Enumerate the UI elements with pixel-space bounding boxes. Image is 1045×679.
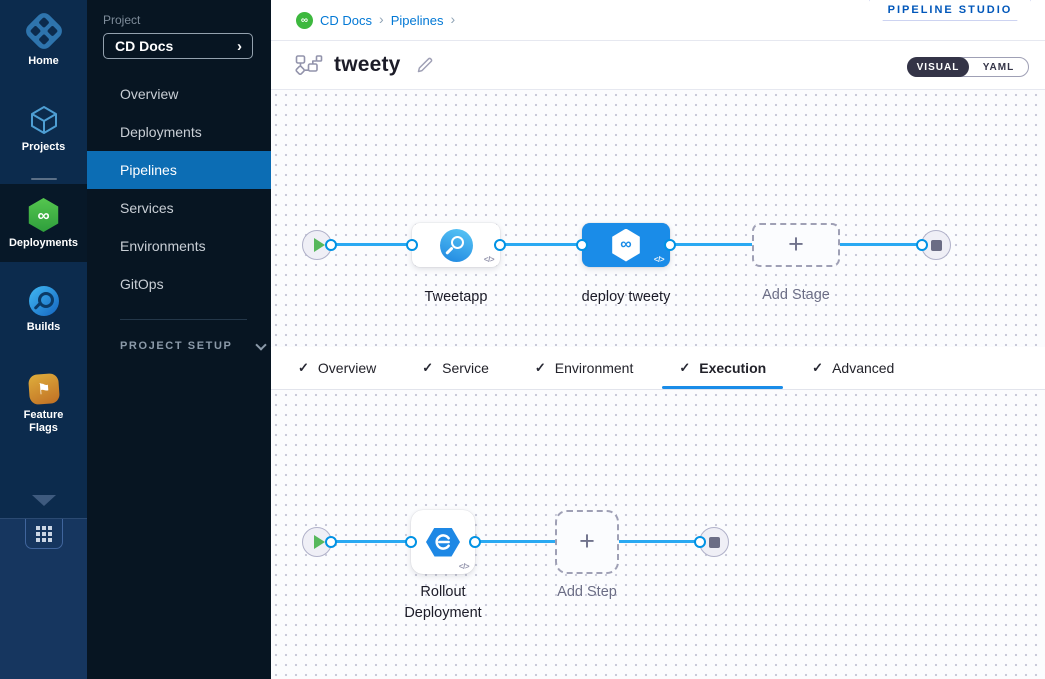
node-port[interactable] bbox=[694, 536, 706, 548]
node-port[interactable] bbox=[494, 239, 506, 251]
rail-item-label: Feature Flags bbox=[23, 409, 64, 434]
stage-label[interactable]: Tweetapp bbox=[424, 289, 488, 305]
sidebar-item-overview[interactable]: Overview bbox=[120, 86, 179, 102]
breadcrumb-link-project[interactable]: CD Docs bbox=[320, 12, 373, 28]
sidebar-item-gitops[interactable]: GitOps bbox=[120, 276, 164, 292]
pipeline-studio-badge: PIPELINE STUDIO bbox=[869, 0, 1031, 21]
deployments-cd-icon: ∞ bbox=[28, 198, 59, 232]
execution-end-node[interactable] bbox=[699, 527, 729, 557]
deploy-stage-icon bbox=[439, 228, 473, 262]
home-icon bbox=[22, 9, 65, 53]
rail-item-home[interactable]: Home bbox=[0, 0, 87, 78]
stage-config-tabs: ✓ Overview ✓ Service ✓ Environment ✓ Exe… bbox=[271, 347, 1045, 390]
node-port[interactable] bbox=[469, 536, 481, 548]
execution-canvas[interactable]: </> Rollout Deployment + Add Step bbox=[271, 390, 1045, 679]
stop-icon bbox=[930, 239, 942, 251]
node-port[interactable] bbox=[325, 536, 337, 548]
node-port[interactable] bbox=[406, 239, 418, 251]
rail-item-builds[interactable]: Builds bbox=[0, 276, 87, 344]
node-port[interactable] bbox=[405, 536, 417, 548]
check-icon: ✓ bbox=[679, 360, 691, 375]
check-icon: ✓ bbox=[812, 360, 824, 375]
builds-ci-icon bbox=[28, 286, 59, 316]
check-icon: ✓ bbox=[298, 360, 309, 375]
add-stage-button[interactable]: + bbox=[752, 223, 840, 267]
stage-node-tweetapp[interactable]: </> bbox=[412, 223, 500, 267]
sidebar-divider bbox=[120, 319, 247, 320]
node-port[interactable] bbox=[576, 239, 588, 251]
tab-service[interactable]: ✓ Service bbox=[422, 360, 489, 376]
template-code-icon: </> bbox=[458, 562, 470, 571]
rail-bottom-panel bbox=[0, 518, 87, 679]
grid-icon bbox=[35, 525, 52, 542]
breadcrumb: ∞ CD Docs › Pipelines › bbox=[271, 0, 1045, 41]
node-port[interactable] bbox=[325, 239, 337, 251]
module-rail: Home Projects ∞ Deployments Builds ⚑ Fea… bbox=[0, 0, 87, 679]
plus-icon: + bbox=[788, 228, 804, 259]
play-icon bbox=[313, 238, 325, 252]
rail-item-deployments[interactable]: ∞ Deployments bbox=[0, 184, 87, 262]
add-step-button[interactable]: + bbox=[555, 510, 619, 574]
step-label[interactable]: Rollout Deployment bbox=[404, 584, 482, 621]
toggle-yaml[interactable]: YAML bbox=[982, 61, 1015, 73]
tab-overview[interactable]: ✓ Overview bbox=[298, 360, 377, 376]
rail-item-label: Deployments bbox=[8, 237, 79, 249]
stage-node-deploy-tweety[interactable]: ∞ </> bbox=[582, 223, 670, 267]
project-selector[interactable]: CD Docs › bbox=[103, 33, 253, 59]
check-icon: ✓ bbox=[534, 360, 546, 375]
pipeline-studio-main: PIPELINE STUDIO ∞ CD Docs › Pipelines › … bbox=[271, 0, 1045, 679]
sidebar-item-services[interactable]: Services bbox=[120, 200, 174, 216]
tab-environment[interactable]: ✓ Environment bbox=[534, 360, 634, 376]
breadcrumb-separator: › bbox=[379, 11, 384, 27]
project-setup-label: PROJECT SETUP bbox=[120, 340, 233, 352]
rail-item-projects[interactable]: Projects bbox=[0, 94, 87, 164]
stage-label[interactable]: deploy tweety bbox=[581, 289, 671, 305]
stage-pipeline-canvas[interactable]: </> Tweetapp ∞ </> deploy tweety + Add S… bbox=[271, 90, 1045, 347]
template-code-icon: </> bbox=[653, 255, 665, 264]
stop-icon bbox=[708, 536, 720, 548]
cd-stage-icon: ∞ bbox=[612, 228, 640, 262]
template-code-icon: </> bbox=[483, 255, 495, 264]
rail-item-label: Home bbox=[28, 55, 59, 67]
breadcrumb-separator: › bbox=[450, 11, 456, 27]
sidebar-item-environments[interactable]: Environments bbox=[120, 238, 206, 254]
plus-icon: + bbox=[579, 525, 595, 556]
node-port[interactable] bbox=[916, 239, 928, 251]
toggle-visual[interactable]: VISUAL bbox=[907, 57, 969, 77]
pipeline-edge bbox=[317, 540, 701, 543]
check-icon: ✓ bbox=[422, 360, 434, 375]
rail-item-label: Projects bbox=[21, 141, 66, 153]
project-sidebar: Project CD Docs › Overview Deployments P… bbox=[87, 0, 271, 679]
rail-collapse-chevron-icon[interactable] bbox=[31, 495, 56, 506]
tab-advanced[interactable]: ✓ Advanced bbox=[812, 360, 895, 376]
node-port[interactable] bbox=[664, 239, 676, 251]
module-switcher-button[interactable] bbox=[24, 519, 63, 549]
pipeline-title-row: tweety bbox=[271, 41, 1045, 90]
pipeline-icon bbox=[295, 54, 323, 76]
add-step-label[interactable]: Add Step bbox=[557, 584, 617, 600]
projects-cube-icon bbox=[30, 106, 57, 134]
cd-module-icon: ∞ bbox=[296, 11, 313, 29]
edit-pencil-icon[interactable] bbox=[416, 56, 434, 74]
sidebar-item-deployments[interactable]: Deployments bbox=[120, 124, 202, 140]
project-selector-value: CD Docs bbox=[115, 38, 174, 54]
rail-divider bbox=[30, 178, 57, 180]
breadcrumb-link-pipelines[interactable]: Pipelines bbox=[390, 12, 444, 28]
step-node-rollout-deployment[interactable]: </> bbox=[411, 510, 475, 574]
visual-yaml-toggle[interactable]: VISUAL YAML bbox=[907, 57, 1029, 77]
chevron-down-icon bbox=[254, 338, 267, 351]
chevron-right-icon: › bbox=[237, 37, 242, 55]
tab-execution[interactable]: ✓ Execution bbox=[662, 347, 783, 389]
rail-item-feature-flags[interactable]: ⚑ Feature Flags bbox=[0, 364, 87, 445]
rail-item-label: Builds bbox=[26, 321, 61, 333]
rollout-deployment-icon bbox=[426, 527, 460, 557]
sidebar-item-pipelines[interactable]: Pipelines bbox=[87, 151, 271, 189]
page-title: tweety bbox=[334, 53, 401, 76]
feature-flags-icon: ⚑ bbox=[27, 372, 60, 406]
project-label: Project bbox=[103, 13, 141, 27]
play-icon bbox=[313, 535, 325, 549]
add-stage-label[interactable]: Add Stage bbox=[762, 287, 830, 303]
project-setup-toggle[interactable]: PROJECT SETUP bbox=[87, 320, 271, 352]
